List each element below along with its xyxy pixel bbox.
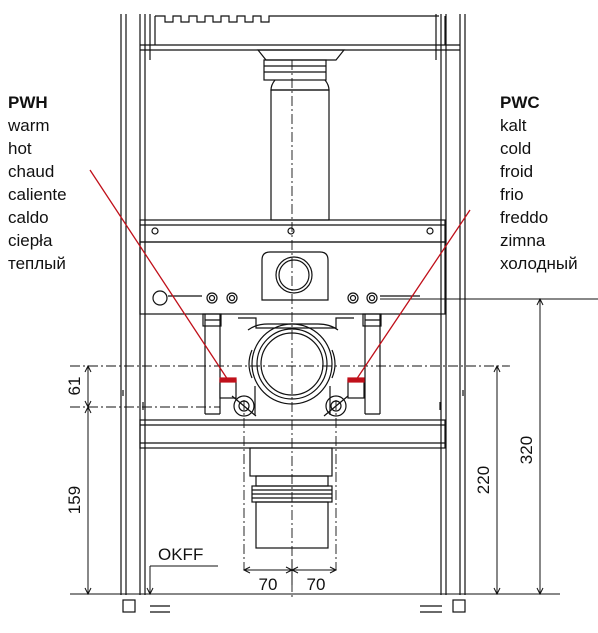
pwh-word: теплый [8, 254, 66, 273]
left-rail [120, 14, 151, 613]
leader-lines [89, 169, 471, 381]
pwh-title: PWH [8, 93, 48, 112]
pwh-word: caldo [8, 208, 49, 227]
okff-label: OKFF [158, 545, 203, 564]
pwc-word: frio [500, 185, 524, 204]
pwc-title: PWC [500, 93, 540, 112]
hot-water-connection [219, 377, 257, 417]
pwc-word: kalt [500, 116, 527, 135]
pwh-word: warm [8, 116, 50, 135]
pwc-word: cold [500, 139, 532, 158]
pwh-word: hot [8, 139, 32, 158]
upper-crossbar [139, 219, 446, 243]
pwh-leader-line [89, 169, 229, 381]
pwc-word: холодный [500, 254, 578, 273]
dim-61-label: 61 [65, 377, 84, 396]
pwc-word: zimna [500, 231, 546, 250]
dim-70-right-label: 70 [307, 575, 326, 594]
pwc-word: froid [500, 162, 534, 181]
right-rail [435, 14, 466, 613]
dim-220-label: 220 [474, 466, 493, 494]
pwc-leader-line [355, 209, 471, 381]
pwh-word: ciepła [8, 231, 53, 250]
drain-bend [249, 447, 333, 549]
pwh-word: caliente [8, 185, 67, 204]
dimension-lines [70, 297, 560, 596]
pwh-label-block: PWH warm hot chaud caliente caldo ciepła… [8, 91, 67, 275]
mounting-plate [139, 241, 598, 315]
flush-pipe [256, 49, 346, 221]
lower-crossbar [139, 419, 446, 449]
floor-marks [122, 390, 464, 613]
centerlines [70, 60, 510, 600]
dim-320-label: 320 [517, 436, 536, 464]
dim-159-label: 159 [65, 486, 84, 514]
dim-70-left-label: 70 [259, 575, 278, 594]
pwh-word: chaud [8, 162, 55, 181]
cistern-top [140, 15, 460, 51]
pwc-label-block: PWC kalt cold froid frio freddo zimna хо… [500, 91, 578, 275]
pwc-word: freddo [500, 208, 549, 227]
